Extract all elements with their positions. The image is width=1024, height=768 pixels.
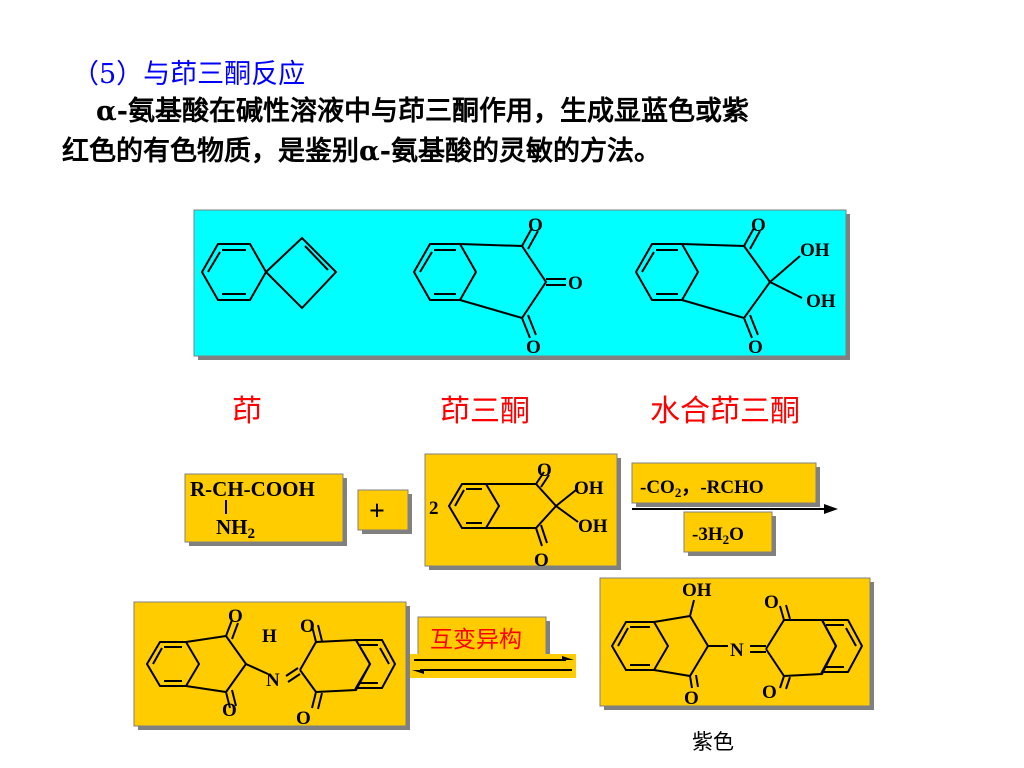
ninhydrin-ketone-label: 茚三酮 — [440, 394, 530, 429]
atom-o: O — [528, 215, 543, 236]
atom-oh: OH — [578, 516, 608, 537]
atom-o: O — [764, 592, 779, 613]
ninhydrin-ketone-structure — [412, 227, 566, 339]
indene-structure — [200, 236, 338, 310]
purple-product-box — [599, 577, 871, 707]
plus-box — [357, 489, 409, 531]
condition-top: -CO2，-RCHO — [640, 477, 764, 500]
atom-o: O — [762, 682, 777, 703]
atom-n: N — [730, 640, 744, 661]
atom-o: O — [222, 700, 237, 721]
plus-sign: + — [369, 496, 385, 527]
tautomer-label-box — [417, 616, 547, 656]
amino-group: NH2 — [216, 515, 255, 542]
atom-o: O — [534, 550, 549, 571]
structure-panel — [193, 209, 847, 357]
atom-n: N — [266, 670, 280, 691]
atom-o: O — [751, 215, 766, 236]
atom-o: O — [300, 616, 315, 637]
atom-o: O — [537, 460, 552, 481]
atom-o: O — [684, 688, 699, 709]
arrow-head — [824, 504, 838, 514]
atom-o: O — [568, 273, 583, 294]
paragraph-line-1: α-氨基酸在碱性溶液中与茚三酮作用，生成显蓝色或紫 — [96, 96, 749, 127]
atom-o: O — [228, 606, 243, 627]
ninhydrin-box — [424, 453, 618, 567]
ninhydrin-reactant-structure — [447, 471, 579, 547]
atom-o: O — [296, 708, 311, 729]
tautomer-label: 互变异构 — [430, 627, 522, 653]
intro-paragraph: α-氨基酸在碱性溶液中与茚三酮作用，生成显蓝色或紫 红色的有色物质，是鉴别α-氨… — [62, 92, 962, 172]
purple-product-structure — [610, 599, 864, 690]
atom-o: O — [526, 337, 541, 358]
atom-oh: OH — [806, 291, 836, 312]
condition-bottom: -3H2O — [692, 524, 744, 547]
condition-top-box — [631, 462, 817, 504]
hydrated-ninhydrin-structure — [634, 227, 803, 339]
amino-acid-formula: R-CH-COOH — [190, 477, 315, 501]
indene-label: 茚 — [232, 394, 262, 429]
keto-product-box — [133, 601, 407, 727]
atom-oh: OH — [682, 580, 712, 601]
keto-product-structure — [145, 619, 397, 710]
coefficient: 2 — [429, 498, 439, 519]
atom-oh: OH — [574, 478, 604, 499]
product-color-caption: 紫色 — [692, 730, 734, 754]
equilibrium-box — [410, 654, 576, 678]
amino-acid-box — [184, 473, 344, 543]
paragraph-line-2: 红色的有色物质，是鉴别α-氨基酸的灵敏的方法。 — [62, 136, 661, 167]
section-heading: （5）与茚三酮反应 — [72, 59, 306, 90]
condition-bottom-box — [683, 511, 773, 553]
hydrated-ninhydrin-label: 水合茚三酮 — [650, 394, 800, 429]
atom-o: O — [748, 337, 763, 358]
atom-h: H — [262, 626, 277, 647]
atom-oh: OH — [800, 240, 830, 261]
